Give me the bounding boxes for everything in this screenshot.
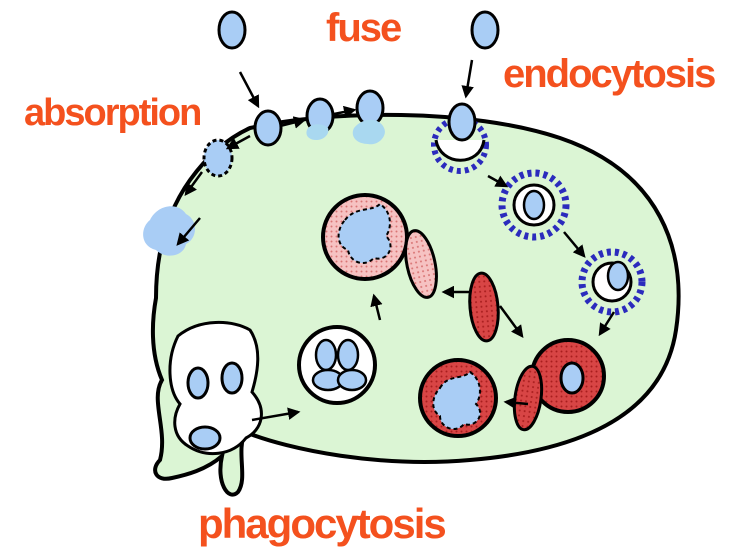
incoming-vesicle <box>472 12 498 48</box>
absorbed-vesicle <box>204 140 232 176</box>
particle-icon <box>316 340 336 370</box>
label-phagocytosis: phagocytosis <box>198 500 445 548</box>
phagosome <box>299 327 375 403</box>
fusing-vesicle <box>255 111 281 145</box>
label-absorption: absorption <box>24 92 200 135</box>
particle-icon <box>561 363 583 393</box>
label-endocytosis: endocytosis <box>503 52 714 97</box>
particle-icon <box>338 370 366 390</box>
particle-icon <box>190 427 220 449</box>
particle-icon <box>338 340 358 370</box>
incoming-vesicle <box>219 12 245 48</box>
particle-icon <box>222 363 242 393</box>
label-fuse: fuse <box>326 6 400 51</box>
particle-icon <box>188 368 208 398</box>
